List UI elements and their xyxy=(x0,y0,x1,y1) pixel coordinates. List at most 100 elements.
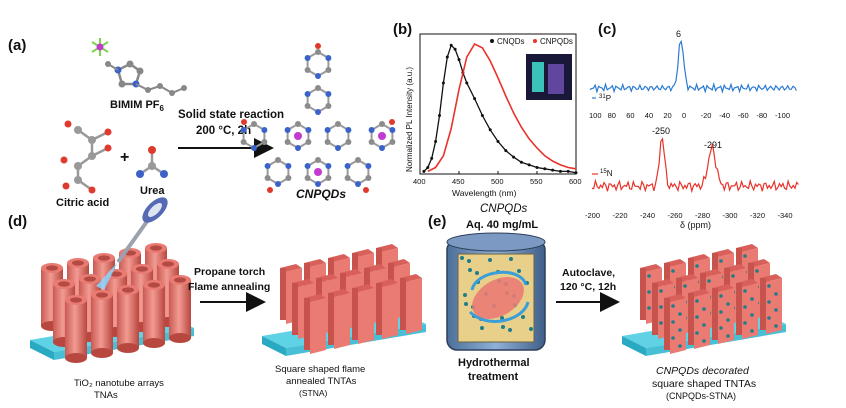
nmr-15n-tick-label: -220 xyxy=(613,211,628,220)
nanotube-body xyxy=(143,285,165,343)
nanotube-opening xyxy=(72,260,84,266)
stna-caption-2: annealed TNTAs xyxy=(286,376,357,387)
tnas-caption-1: TiO₂ nanotube arrays xyxy=(74,378,164,389)
cnpqd-atom xyxy=(305,127,312,133)
final-cnpqd-dot xyxy=(683,284,687,288)
cnpqd-atom xyxy=(324,127,331,133)
nanotube-opening xyxy=(98,255,110,261)
cnpqd-atom xyxy=(240,139,247,145)
stna-tube-side xyxy=(328,293,334,345)
final-tube-front xyxy=(670,298,686,354)
nmr-15n-trace xyxy=(591,137,799,194)
cnpqd-atom xyxy=(304,163,311,169)
final-tube-front xyxy=(718,288,734,344)
vessel-dot xyxy=(467,259,471,263)
tnas-substrate-side xyxy=(30,340,54,360)
autoclave-label-1: Autoclave, xyxy=(562,267,615,279)
final-cnpqd-dot xyxy=(774,324,778,328)
nmr-31p-tick-label: 60 xyxy=(626,111,634,120)
vessel-dot xyxy=(464,302,468,306)
cnpqd-atom xyxy=(344,175,351,181)
cnpqd-atom xyxy=(304,103,311,109)
final-tube-front xyxy=(694,293,710,349)
panel-label-b: (b) xyxy=(393,21,412,38)
pl-tick-label: 550 xyxy=(530,177,543,186)
final-cnpqd-dot xyxy=(671,304,675,308)
nanotube-base xyxy=(117,343,139,353)
vessel-dot xyxy=(529,327,533,331)
stna-tube-side xyxy=(376,283,382,335)
vessel-dot xyxy=(521,315,525,319)
cnpqd-atom xyxy=(379,121,385,127)
citric-acid-label: Citric acid xyxy=(56,197,109,209)
cnpqd-atom xyxy=(275,181,281,187)
torch-label-2: Flame annealing xyxy=(188,281,270,293)
pl-tick-label: 400 xyxy=(413,177,426,186)
final-tube-side xyxy=(760,278,766,330)
cnpqd-atom xyxy=(285,175,292,181)
cnpqd-atom xyxy=(345,127,352,133)
nmr-15n-tick-label: -240 xyxy=(640,211,655,220)
cnpqds-stna-array xyxy=(622,244,786,356)
inset-photo xyxy=(526,54,572,100)
final-cnpqd-dot xyxy=(726,334,730,338)
nmr-15n-tick-label: -340 xyxy=(778,211,793,220)
pl-x-label: Wavelength (nm) xyxy=(452,188,517,198)
legend-cnqds: CNQDs xyxy=(497,37,525,46)
nanotube-base xyxy=(143,338,165,348)
cnpqd-label: CNPQDs xyxy=(296,187,346,201)
nmr-15n-tick-label: -280 xyxy=(695,211,710,220)
cnpqd-atom xyxy=(325,91,332,97)
final-cnpqd-dot xyxy=(767,316,771,320)
cnpqd-oxygen xyxy=(363,187,369,193)
nanotube-base xyxy=(65,353,87,363)
final-cnpqd-dot xyxy=(726,302,730,306)
plus-sign: + xyxy=(120,149,129,166)
final-cnpqd-dot xyxy=(774,308,778,312)
autoclave-label-2: 120 °C, 12h xyxy=(560,281,616,293)
vessel-dot xyxy=(508,328,512,332)
pl-series-group xyxy=(422,42,578,175)
cnpqd-atom xyxy=(389,127,396,133)
solution-label-2: Aq. 40 mg/mL xyxy=(466,219,538,231)
stna-tube-side xyxy=(304,298,310,350)
cnpqd-atom xyxy=(325,103,332,109)
stna-tube-front xyxy=(310,298,326,354)
cnpqd-atom xyxy=(305,139,312,145)
nanotube-opening xyxy=(96,292,108,298)
reaction-condition-2: 200 °C, 2h xyxy=(196,125,251,137)
nmr-31p-tick-label: 40 xyxy=(645,111,653,120)
cnpqd-ring-2 xyxy=(326,122,350,150)
stna-substrate-side xyxy=(262,336,286,356)
cnpqd-atom xyxy=(335,121,341,127)
final-cnpqd-dot xyxy=(702,307,706,311)
panel-label-c: (c) xyxy=(598,21,616,38)
nmr-31p-trace xyxy=(589,39,797,94)
final-cnpqd-dot xyxy=(726,318,730,322)
final-tube-side xyxy=(736,283,742,335)
nanotube-body xyxy=(91,295,113,353)
final-tube-side xyxy=(664,298,670,350)
nmr-15n-peak-2: -291 xyxy=(704,140,722,150)
cnpqd-atom xyxy=(251,121,257,127)
vessel-dot xyxy=(468,268,472,272)
cnpqd-atom xyxy=(315,85,321,91)
cnpqd-phosphorus xyxy=(314,168,322,176)
reaction-condition-1: Solid state reaction xyxy=(178,109,284,121)
final-cnpqd-dot xyxy=(659,321,663,325)
final-cnpqd-dot xyxy=(750,313,754,317)
final-cnpqd-dot xyxy=(671,320,675,324)
nanotube-base xyxy=(169,333,191,343)
cnpqd-atom xyxy=(295,121,301,127)
solution-label-1: CNPQDs xyxy=(480,203,528,215)
pl-line-cnqds xyxy=(423,44,577,174)
final-cnpqd-dot xyxy=(750,297,754,301)
final-cnpqd-dot xyxy=(750,329,754,333)
vessel-dot xyxy=(460,256,464,260)
cnpqd-atom xyxy=(285,163,292,169)
cnpqd-atom xyxy=(284,139,291,145)
nmr-15n-tick-label: -200 xyxy=(585,211,600,220)
